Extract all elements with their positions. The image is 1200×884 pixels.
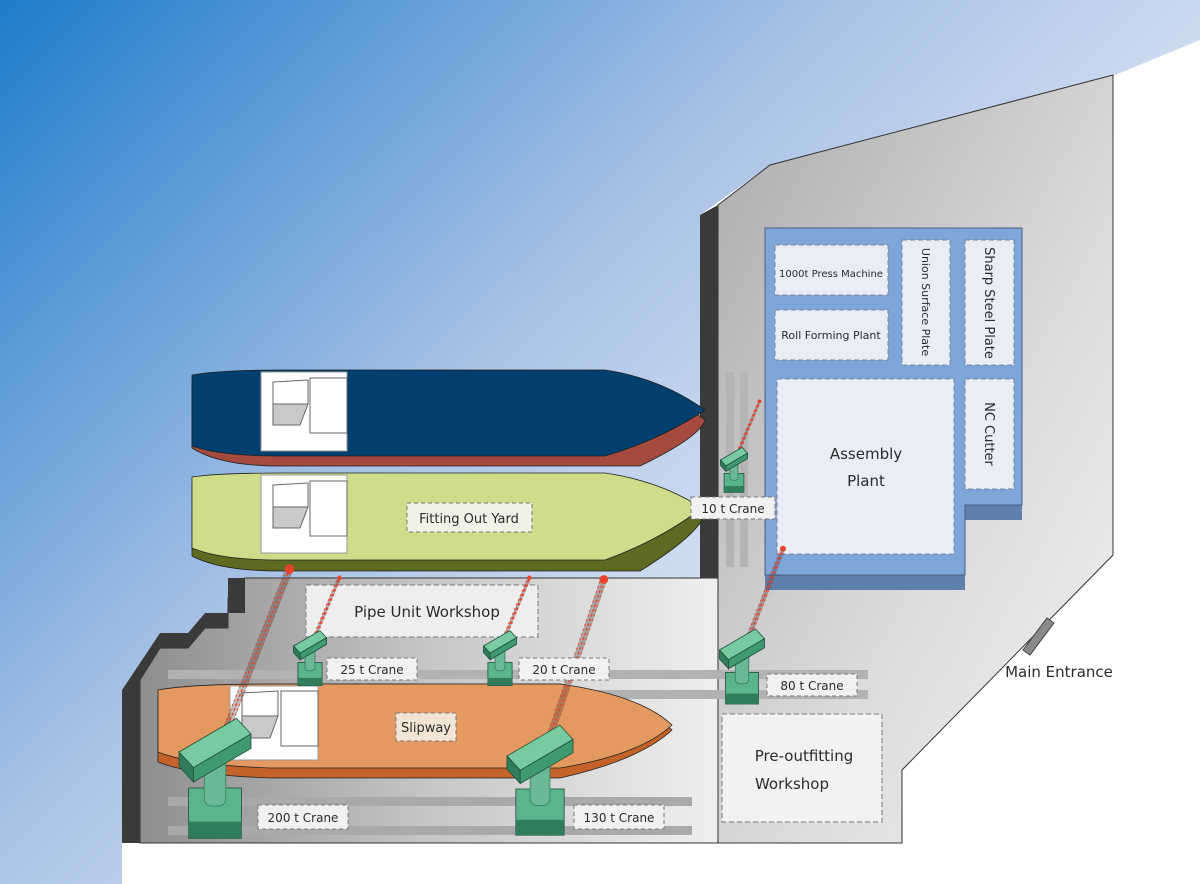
roll-forming-label: Roll Forming Plant xyxy=(781,329,881,342)
preoutfitting-label-2: Workshop xyxy=(755,775,829,793)
union-surface-label: Union Surface Plate xyxy=(919,248,932,356)
assembly-plant-label-2: Plant xyxy=(847,472,885,490)
crane-25t-label: 25 t Crane xyxy=(340,663,403,677)
crane-130t-tag[interactable] xyxy=(573,804,665,830)
rail xyxy=(740,372,748,567)
rail xyxy=(168,797,692,806)
quay-wall-south xyxy=(122,633,188,843)
rail xyxy=(168,826,692,835)
crane-80t-tag[interactable] xyxy=(766,673,858,697)
slipway-tag[interactable] xyxy=(395,712,457,742)
preoutfitting-label: Pre-outfitting xyxy=(755,747,854,765)
crane-200t-label: 200 t Crane xyxy=(268,811,339,825)
nc-cutter-room[interactable] xyxy=(964,378,1015,490)
assembly-plant-label: Assembly xyxy=(830,445,902,463)
crane-20t-label: 20 t Crane xyxy=(532,663,595,677)
union-surface-room[interactable] xyxy=(901,239,951,366)
nc-cutter-label: NC Cutter xyxy=(981,402,996,466)
crane-25t-tag[interactable] xyxy=(326,657,418,681)
crane-25t-icon[interactable] xyxy=(292,575,342,687)
press-machine-room[interactable] xyxy=(774,244,889,296)
crane-10t-label: 10 t Crane xyxy=(701,502,764,516)
ship-green-superstructure xyxy=(260,474,348,554)
plant-side xyxy=(765,575,965,590)
roll-forming-room[interactable] xyxy=(774,309,889,361)
crane-130t-icon[interactable] xyxy=(506,575,609,836)
crane-20t-tag[interactable] xyxy=(518,657,610,681)
pipe-unit-workshop-label: Pipe Unit Workshop xyxy=(354,603,500,621)
press-machine-label: 1000t Press Machine xyxy=(779,269,883,280)
crane-80t-icon[interactable] xyxy=(718,545,787,705)
slipway-label: Slipway xyxy=(401,721,451,736)
crane-20t-icon[interactable] xyxy=(482,575,532,687)
ship-blue-superstructure xyxy=(260,371,348,452)
crane-130t-label: 130 t Crane xyxy=(584,811,655,825)
quay-wall-step2-face xyxy=(228,578,245,613)
quay-wall-step1 xyxy=(188,613,228,648)
quay-wall-east xyxy=(700,205,718,578)
preoutfitting-workshop[interactable] xyxy=(721,713,883,823)
crane-10t-icon[interactable] xyxy=(719,399,762,493)
rail xyxy=(168,670,868,679)
crane-10t-tag[interactable] xyxy=(690,496,776,520)
ship-orange-superstructure xyxy=(229,685,319,761)
crane-200t-tag[interactable] xyxy=(257,804,349,830)
main-entrance-gate[interactable] xyxy=(1022,617,1055,656)
sharp-steel-label: Sharp Steel Plate xyxy=(981,247,996,359)
crane-200t-icon[interactable] xyxy=(178,564,295,839)
sharp-steel-room[interactable] xyxy=(964,239,1015,366)
main-entrance-label: Main Entrance xyxy=(1005,663,1113,681)
fitting-out-yard-tag[interactable] xyxy=(406,502,533,533)
plant-side xyxy=(965,505,1022,520)
fitting-out-yard-label: Fitting Out Yard xyxy=(419,512,519,527)
assembly-plant-room[interactable] xyxy=(776,378,955,555)
pipe-unit-workshop[interactable] xyxy=(305,584,539,638)
crane-80t-label: 80 t Crane xyxy=(780,679,843,693)
